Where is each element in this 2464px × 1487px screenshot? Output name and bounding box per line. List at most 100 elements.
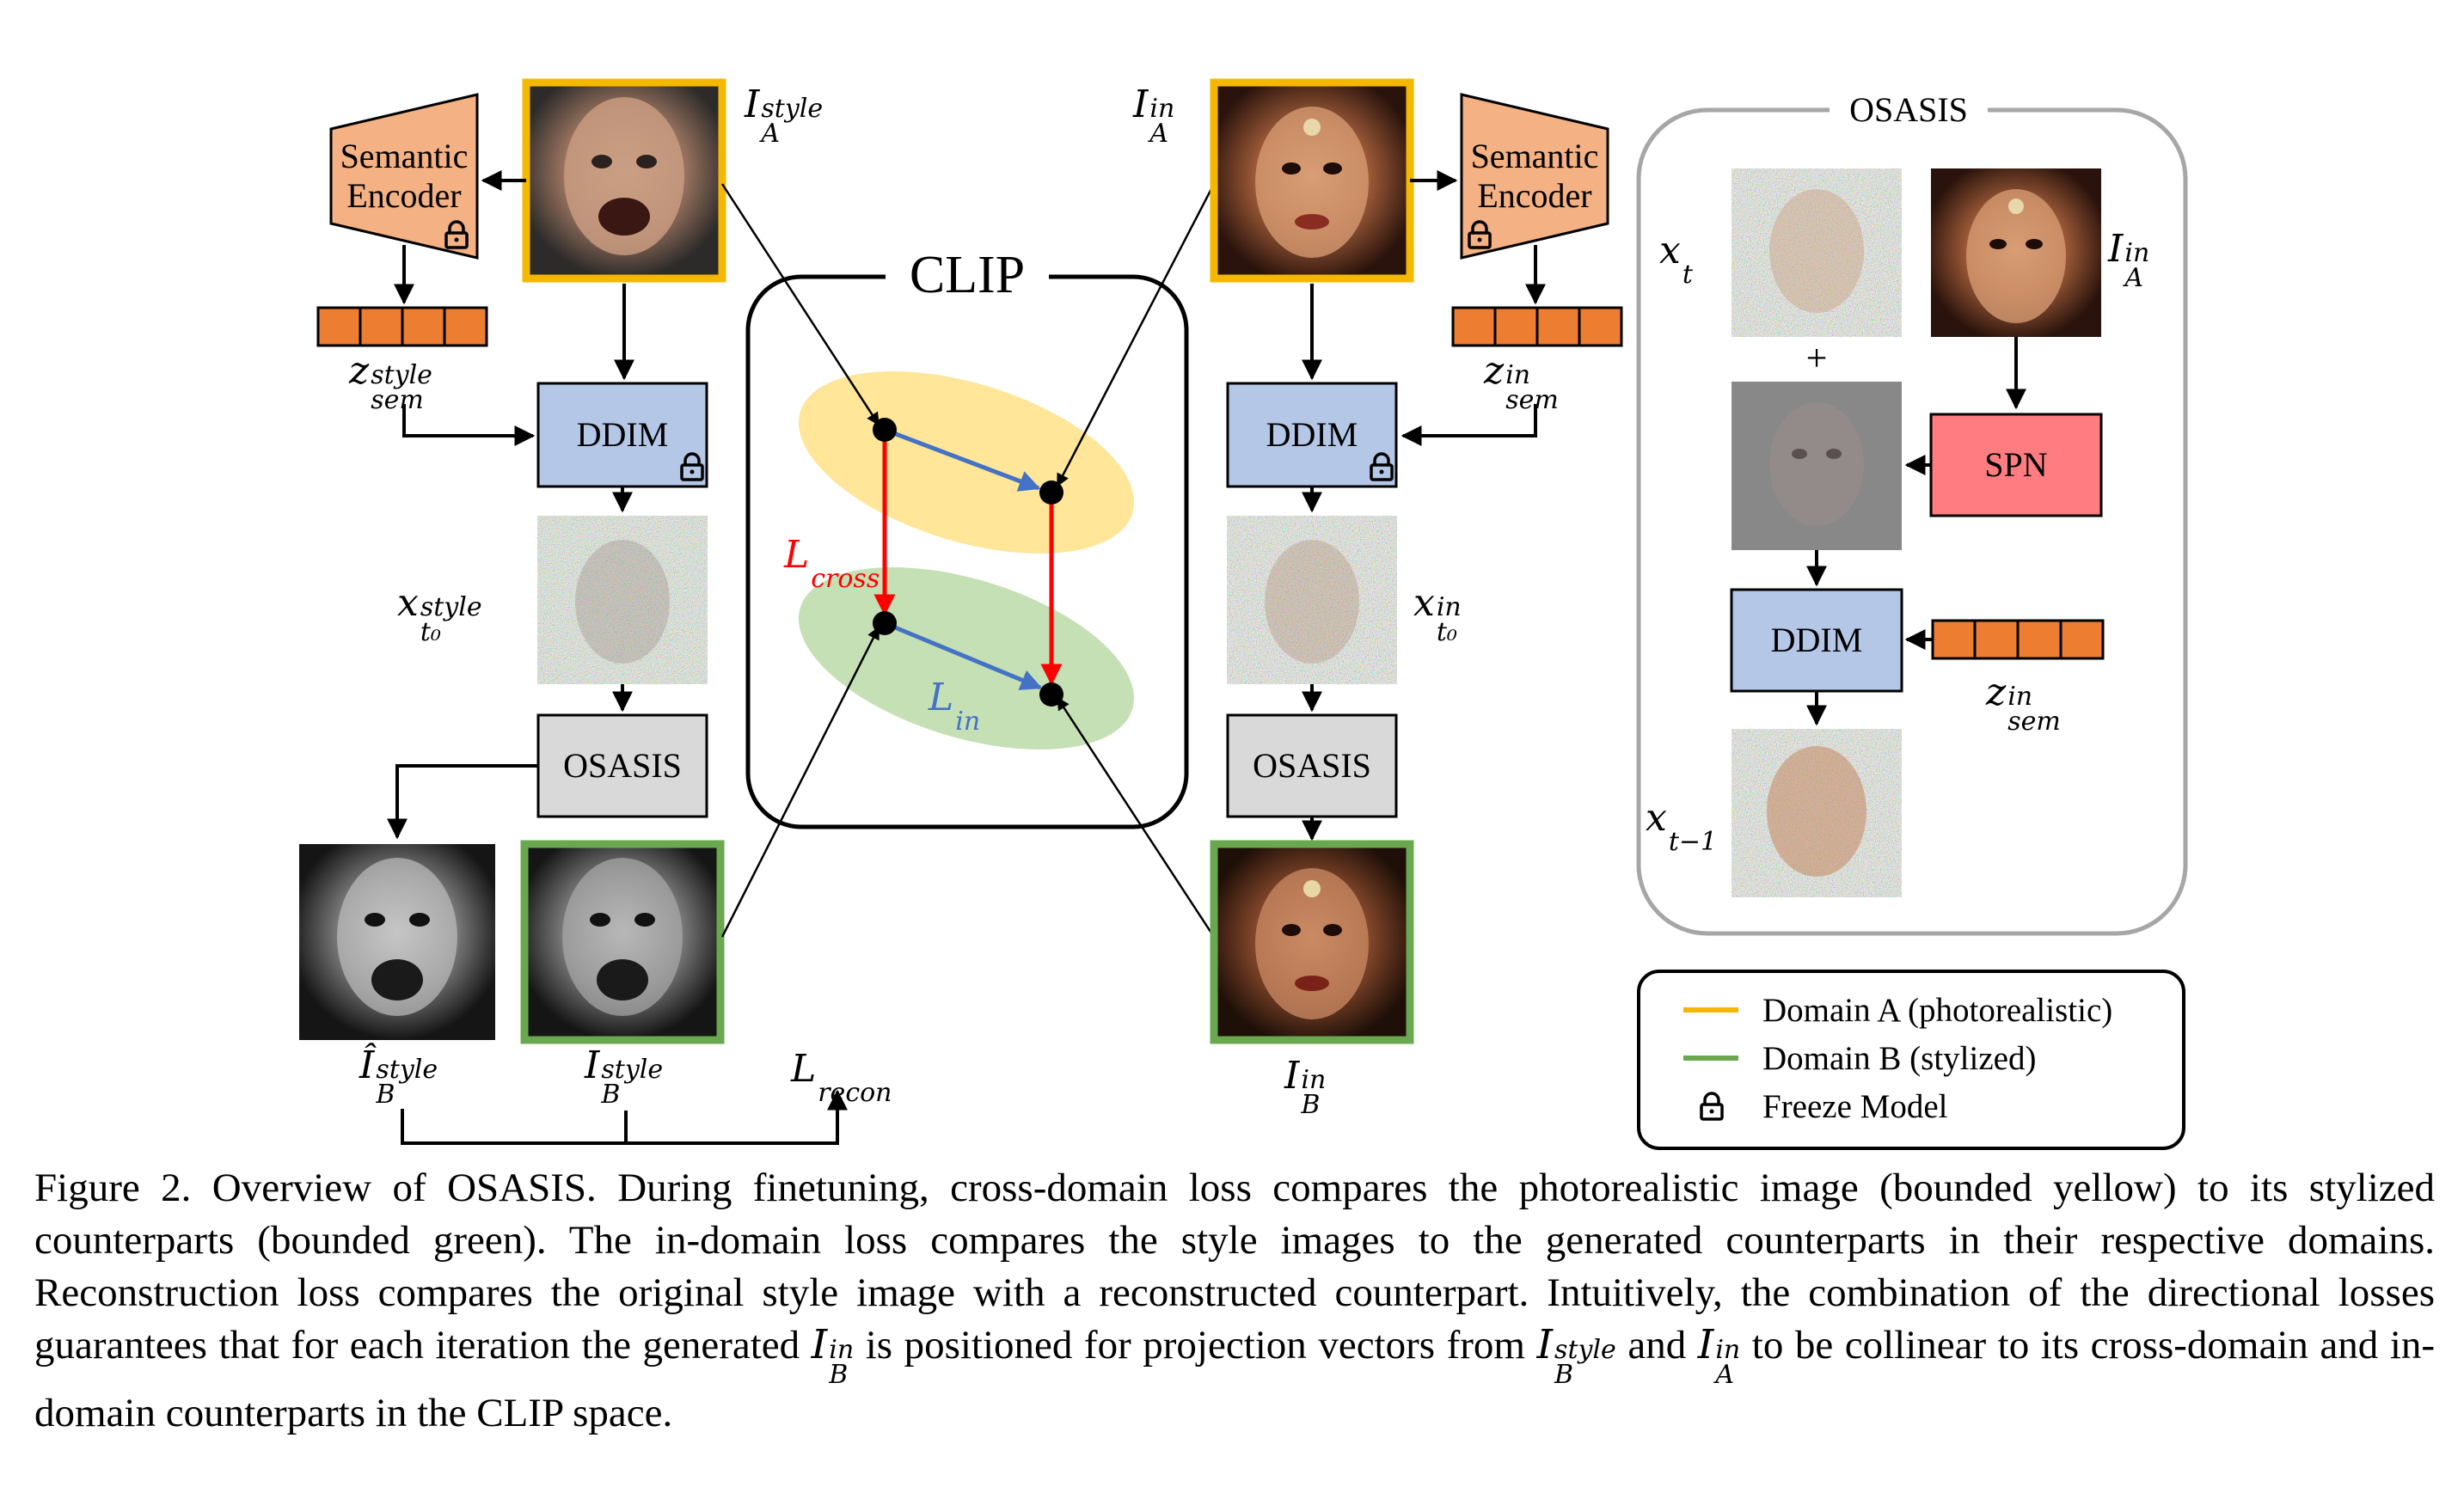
ddim-right-label: DDIM (1266, 415, 1358, 454)
math-base: x (1646, 796, 1667, 840)
math-sub: in (955, 707, 981, 737)
math-base: x (397, 581, 419, 625)
style-image-b (520, 840, 725, 1044)
math-base: I (745, 83, 760, 126)
clip-in-arrow-a (884, 427, 1041, 492)
latent-vector-panel (1931, 619, 2105, 660)
math-sub: A (761, 118, 781, 149)
math-base: I (1284, 1054, 1300, 1098)
math-scripts: t (1683, 262, 1693, 288)
output-image-b (1210, 840, 1414, 1044)
math-base: L (929, 676, 954, 719)
lock-icon (1370, 452, 1394, 481)
proj-in-a (1056, 183, 1216, 487)
ddim-panel-label: DDIM (1770, 621, 1863, 659)
math-sub: t−1 (1668, 827, 1718, 857)
proj-in-b (1056, 696, 1216, 938)
math-base: I (1536, 1321, 1554, 1368)
math-sub: B (601, 1079, 621, 1110)
math-base: I (2108, 227, 2124, 271)
math-base: I (1697, 1321, 1714, 1368)
caption-part-4: to be collinear to its cross-domain and … (34, 1323, 2436, 1435)
semantic-encoder-left-label: Semantic Encoder (340, 137, 469, 215)
math-scripts: t−1 (1668, 827, 1718, 857)
legend-item-domain-a: Domain A (photorealistic) (1683, 988, 2112, 1031)
legend-label-freeze: Freeze Model (1762, 1087, 1948, 1125)
math-scripts: recon (818, 1080, 892, 1106)
math-base: Î (359, 1043, 375, 1087)
semantic-encoder-right-label: Semantic Encoder (1470, 137, 1599, 215)
math-sup: style (376, 1055, 438, 1085)
lock-icon (680, 452, 704, 481)
osasis-panel-title-bg (1830, 86, 1988, 134)
math-base: z (349, 349, 370, 393)
legend-swatch-domain-a (1683, 1007, 1738, 1013)
math-sub: sem (2007, 706, 2061, 737)
math-base: I (1133, 83, 1149, 126)
math-base: z (1986, 670, 2007, 714)
legend-item-domain-b: Domain B (stylized) (1683, 1037, 2036, 1080)
math-sup: in (2007, 682, 2033, 712)
semantic-encoder-left (329, 93, 479, 260)
legend-item-freeze: Freeze Model (1683, 1085, 1948, 1128)
math-sub: sem (1505, 384, 1559, 415)
osasis-panel-title: OSASIS (1849, 90, 1968, 129)
latent-vector-right (1451, 306, 1623, 347)
ddim-left-label: DDIM (576, 415, 669, 454)
clip-point-in-a (1039, 480, 1063, 505)
caption-part-3: and (1627, 1323, 1687, 1368)
proj-style-a (720, 183, 880, 426)
arrow-osasis-to-recon (387, 764, 538, 840)
noisy-image-right (1227, 516, 1397, 684)
math-sub: B (1301, 1089, 1321, 1120)
arrow-latent-to-ddim-left (402, 404, 536, 446)
legend-box (1637, 970, 2185, 1150)
caption-part-1: Figure 2. Overview of OSASIS. During fin… (34, 1166, 2435, 1368)
math-sub: B (376, 1079, 395, 1110)
math-scripts: in (955, 707, 981, 737)
math-base: L (784, 533, 810, 577)
math-sub: t₀ (420, 616, 441, 647)
math-sup: in (2124, 238, 2150, 268)
osasis-right-label: OSASIS (1253, 746, 1371, 785)
proj-style-b (720, 626, 880, 938)
math-sub: A (2124, 262, 2144, 293)
math-sup: style (761, 94, 824, 124)
math-base: x (1413, 581, 1435, 625)
math-scripts: cross (811, 566, 880, 592)
math-sub: B (829, 1359, 849, 1390)
arrow-latent-to-ddim-right (1401, 404, 1537, 446)
math-sub: sem (371, 384, 424, 415)
clip-point-style-a (873, 418, 897, 442)
clip-title: CLIP (909, 246, 1026, 305)
ddim-box-right (1226, 382, 1398, 488)
style-image-a (522, 78, 726, 283)
math-base: I (811, 1321, 828, 1368)
lock-icon (1468, 220, 1492, 249)
math-sup: style (1554, 1335, 1616, 1365)
math-base: x (1659, 229, 1681, 272)
